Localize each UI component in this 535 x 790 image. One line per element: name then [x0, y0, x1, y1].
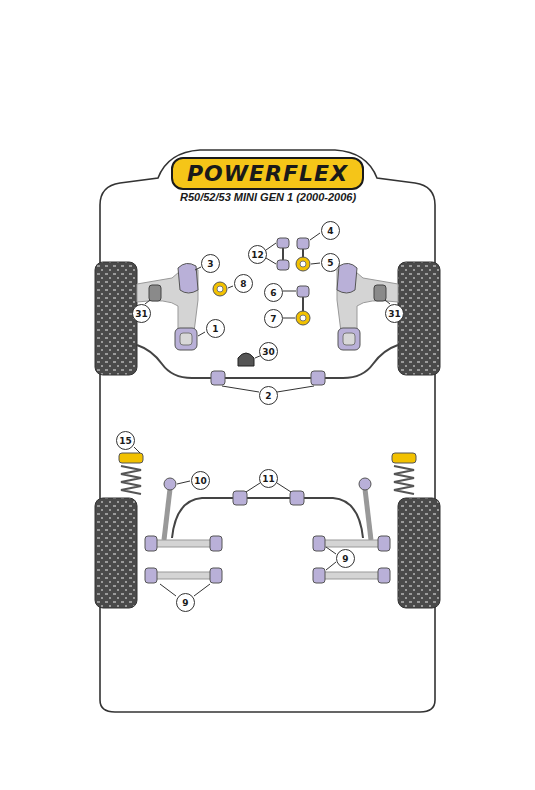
bush	[290, 491, 304, 505]
bush	[311, 371, 325, 385]
bush	[296, 257, 310, 271]
car-body	[100, 150, 435, 712]
bush	[233, 491, 247, 505]
bush	[164, 478, 176, 490]
bush	[277, 260, 289, 270]
bush	[313, 536, 325, 551]
bush	[343, 333, 355, 345]
link	[365, 489, 371, 540]
tire	[398, 262, 440, 375]
callout-number: 15	[116, 431, 135, 450]
anti-roll-bar	[172, 498, 363, 538]
callout-number: 31	[385, 304, 404, 323]
callout-number: 2	[259, 386, 278, 405]
callout-number: 9	[336, 549, 355, 568]
bush	[359, 478, 371, 490]
callout-number: 31	[132, 304, 151, 323]
tire	[398, 498, 440, 608]
ball-joint	[374, 285, 386, 301]
bush	[217, 286, 223, 292]
tire	[95, 498, 137, 608]
bush	[145, 536, 157, 551]
leader-lines	[134, 233, 390, 596]
bush	[297, 286, 309, 297]
callout-number: 10	[191, 471, 210, 490]
bush	[313, 568, 325, 583]
bush	[211, 371, 225, 385]
bush	[300, 315, 306, 321]
bush	[300, 261, 306, 267]
ball-joint	[149, 285, 161, 301]
bush	[296, 311, 310, 325]
bush	[213, 282, 227, 296]
spring-isolator	[392, 453, 416, 463]
callout-number: 6	[264, 283, 283, 302]
rear-arm	[315, 572, 387, 579]
callout-number: 3	[201, 254, 220, 273]
callout-number: 12	[248, 245, 267, 264]
rear-arm	[315, 540, 387, 547]
bush	[210, 536, 222, 551]
spring	[121, 466, 141, 494]
callout-number: 8	[234, 274, 253, 293]
callout-number: 30	[259, 342, 278, 361]
bush	[145, 568, 157, 583]
callout-number: 7	[264, 309, 283, 328]
bush	[297, 238, 309, 249]
bush	[277, 238, 289, 248]
link	[164, 489, 170, 540]
callout-number: 11	[259, 469, 278, 488]
rear-arm	[148, 572, 220, 579]
callout-number: 5	[321, 253, 340, 272]
spring-isolator	[119, 453, 143, 463]
callout-number: 9	[176, 593, 195, 612]
bush	[338, 328, 360, 350]
callout-number: 4	[321, 221, 340, 240]
bush	[175, 328, 197, 350]
bush	[180, 333, 192, 345]
bush	[337, 263, 357, 293]
bush	[210, 568, 222, 583]
bush	[178, 263, 198, 293]
rear-arm	[148, 540, 220, 547]
bush	[378, 536, 390, 551]
bush	[378, 568, 390, 583]
mount	[238, 353, 254, 366]
brand-logo: POWERFLEX	[171, 157, 364, 190]
callout-number: 1	[206, 319, 225, 338]
spring	[394, 466, 414, 494]
tire	[95, 262, 137, 375]
model-subtitle: R50/52/53 MINI GEN 1 (2000-2006)	[180, 191, 356, 203]
